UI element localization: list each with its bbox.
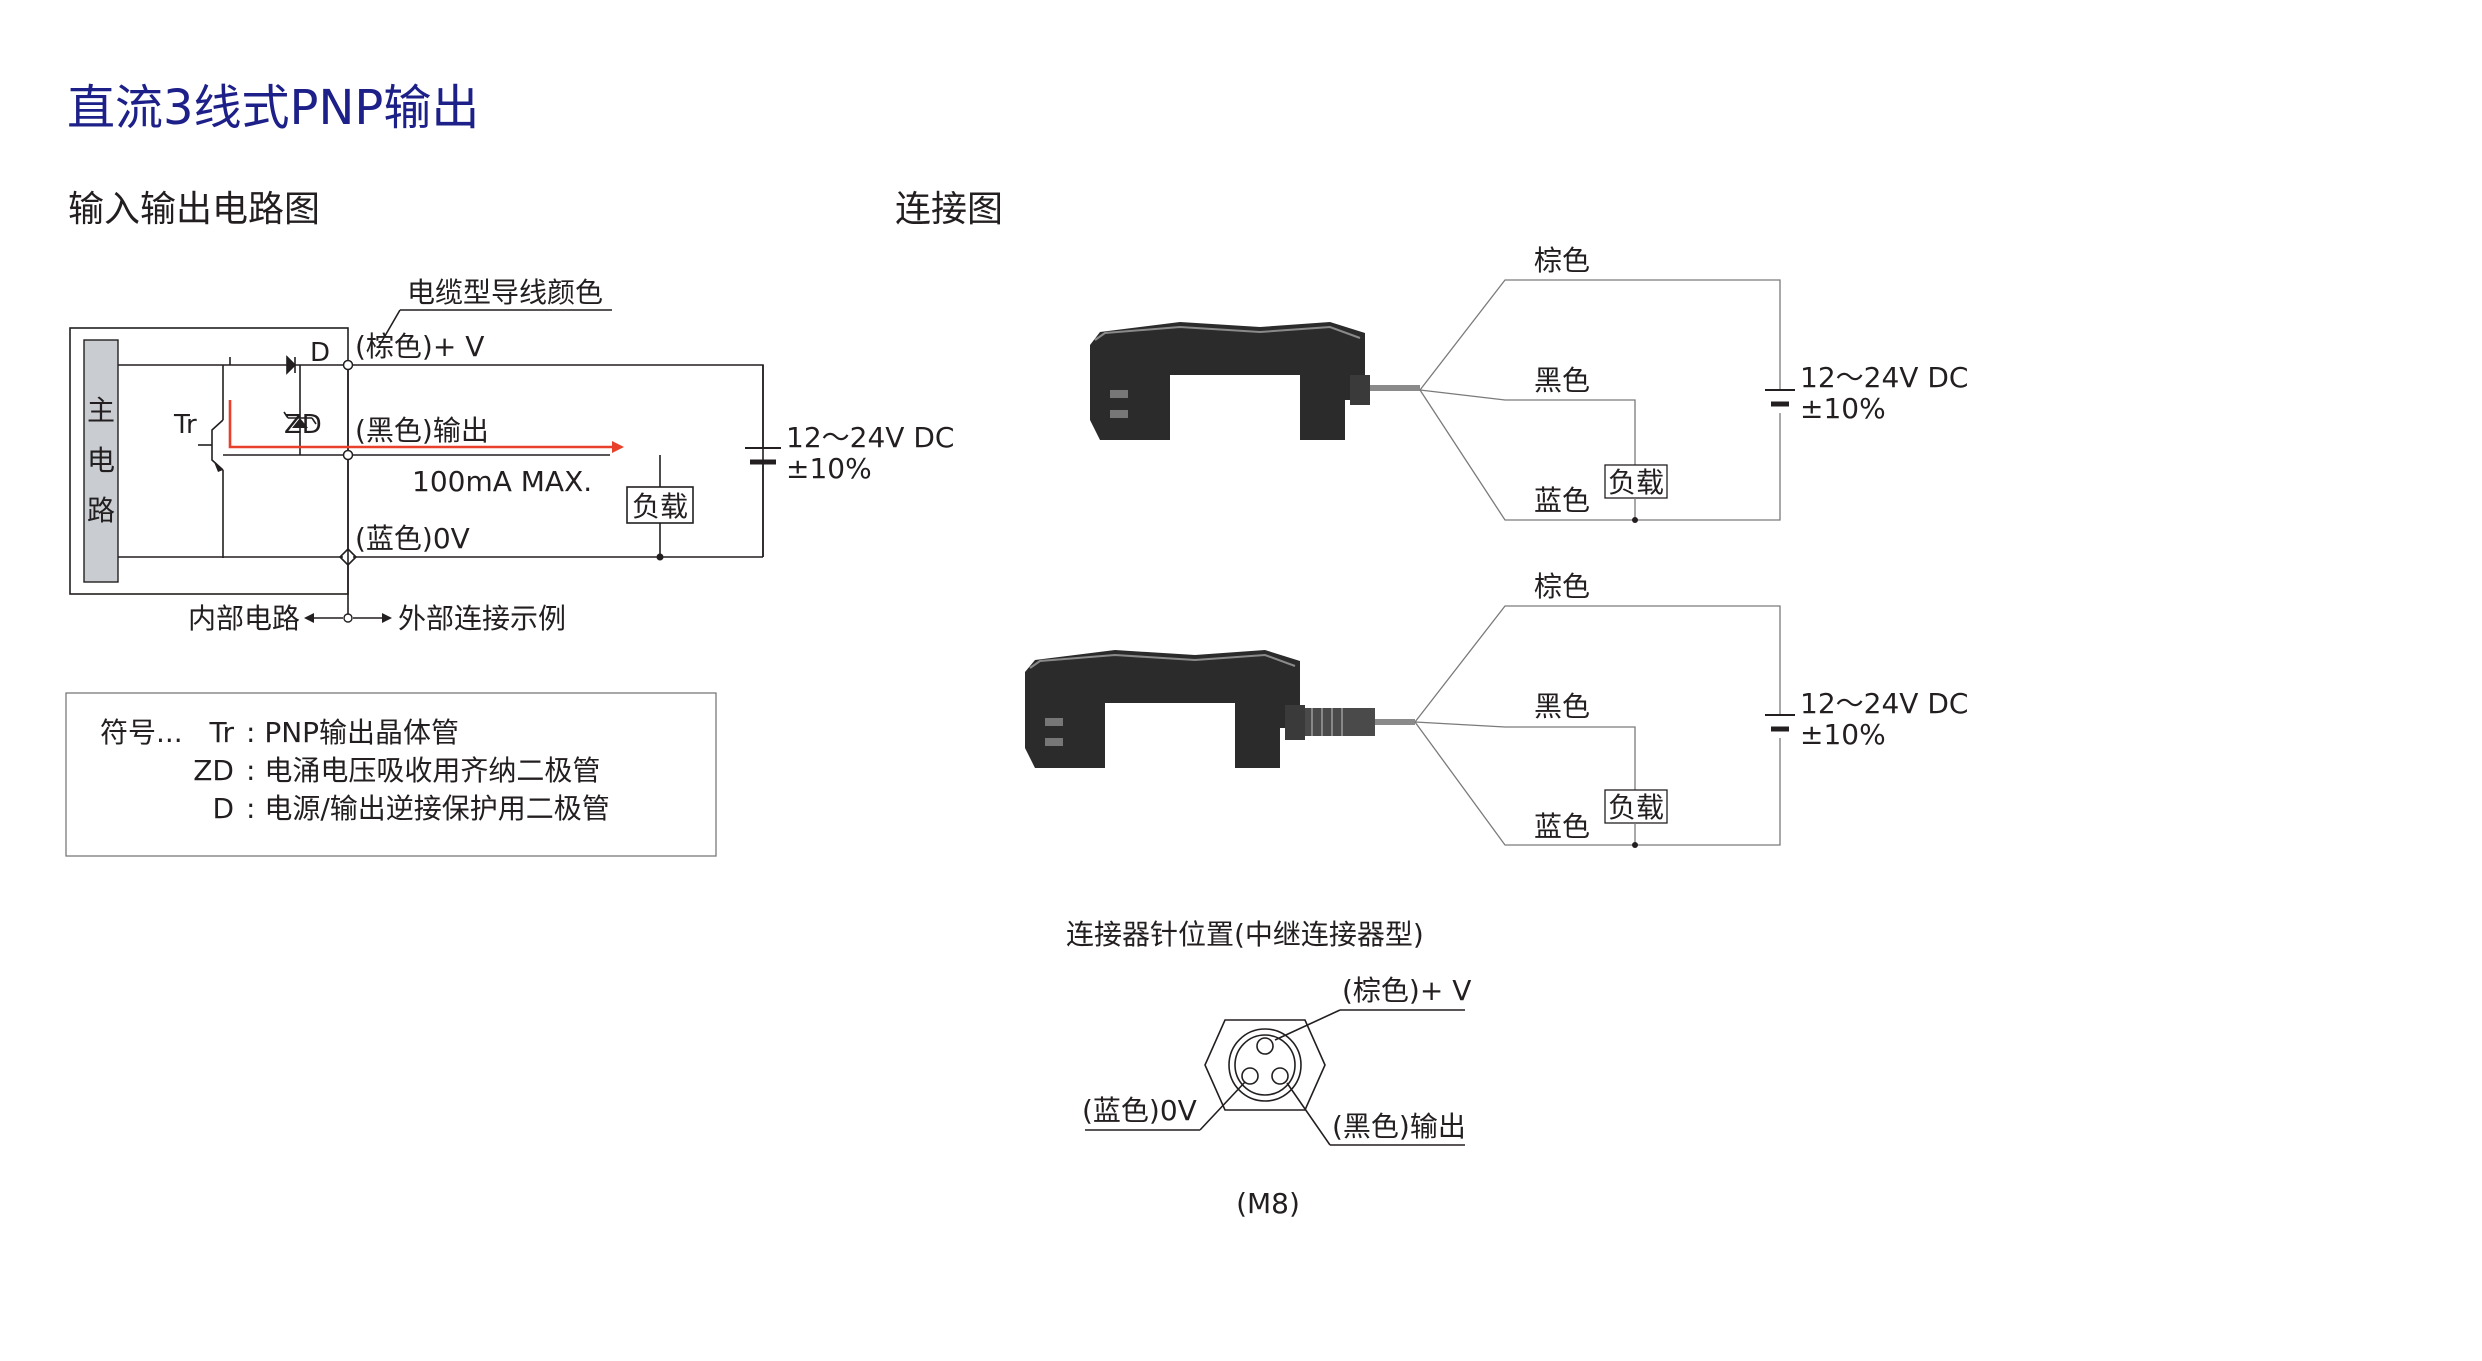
sensor-fiber-slot	[1170, 375, 1300, 440]
brown-wire	[1419, 279, 1781, 391]
zd-label: ZD	[284, 410, 322, 440]
connector-face	[1228, 1028, 1302, 1102]
legend-desc-d: : 电源/输出逆接保护用二极管	[246, 792, 610, 825]
blue-wire-label-2: 蓝色	[1534, 810, 1590, 843]
circuit-heading: 输入输出电路图	[68, 189, 321, 230]
legend-desc-tr: : PNP输出晶体管	[246, 716, 459, 749]
brown-terminal	[342, 359, 354, 371]
connector-size-label: (M8)	[1236, 1187, 1300, 1220]
zener-zd	[292, 418, 308, 428]
symbol-legend: 符号... Tr : PNP输出晶体管 ZD : 电涌电压吸收用齐纳二极管 D …	[65, 692, 717, 857]
voltage-label-2: 12～24V DC	[1800, 687, 1968, 720]
black-pin-label: (黑色)输出	[1332, 1110, 1466, 1143]
legend-symbol-zd: ZD	[193, 754, 234, 787]
pin-blue	[1241, 1067, 1259, 1085]
tolerance-label-1: ±10%	[1800, 392, 1886, 425]
supply-voltage-label: 12～24V DC	[786, 421, 954, 454]
brown-pin-label: (棕色)+ V	[1342, 974, 1471, 1007]
main-circuit-char-3: 路	[87, 494, 115, 527]
relay-connector	[1305, 708, 1375, 736]
blue-wire	[1419, 389, 1781, 521]
diode-d	[229, 355, 297, 375]
blue-pin-label: (蓝色)0V	[1082, 1094, 1197, 1127]
io-circuit-diagram: 主 电 路 负载	[69, 276, 954, 635]
legend-box	[65, 692, 717, 857]
page-title: 直流3线式PNP输出	[67, 80, 480, 136]
transistor-tr	[211, 419, 224, 471]
voltage-label-1: 12～24V DC	[1800, 361, 1968, 394]
legend-desc-zd: : 电涌电压吸收用齐纳二极管	[246, 754, 600, 787]
max-current-label: 100mA MAX.	[412, 465, 592, 498]
connection-diagram-cable: 棕色 黑色 蓝色 负载 12～24V DC ±10%	[1090, 244, 1968, 523]
black-wire-label-2: 黑色	[1534, 690, 1590, 723]
black-wire	[1419, 389, 1636, 465]
pin-black	[1271, 1067, 1289, 1085]
legend-prefix: 符号...	[100, 716, 183, 749]
cable-color-label: 电缆型导线颜色	[407, 276, 603, 309]
tr-label: Tr	[173, 410, 197, 440]
internal-circuit-label: 内部电路	[188, 602, 300, 635]
brown-wire-label-1: 棕色	[1534, 244, 1590, 277]
main-circuit-block	[83, 339, 119, 583]
load-label-2: 负载	[1608, 791, 1664, 824]
load-label-circuit: 负载	[632, 490, 688, 523]
connection-diagram-connector: 棕色 黑色 蓝色 负载 12～24V DC ±10%	[1025, 570, 1968, 848]
supply-tolerance-label: ±10%	[786, 452, 872, 485]
main-circuit-char-1: 主	[87, 394, 115, 427]
black-label: (黑色)输出	[355, 414, 489, 447]
connector-heading: 连接器针位置(中继连接器型)	[1066, 918, 1424, 951]
tolerance-label-2: ±10%	[1800, 718, 1886, 751]
brown-wire-label-2: 棕色	[1534, 570, 1590, 603]
black-wire-label-1: 黑色	[1534, 364, 1590, 397]
load-box-2	[1604, 789, 1668, 824]
external-example-label: 外部连接示例	[398, 602, 566, 635]
output-current-path	[228, 400, 612, 449]
brown-label: (棕色)+ V	[355, 330, 484, 363]
connector-hex-nut	[1204, 1019, 1326, 1111]
connector-pin-diagram: 连接器针位置(中继连接器型) (棕色)+ V (蓝色)0V (黑色)输出 (M8…	[1066, 918, 1471, 1220]
load-label-1: 负载	[1608, 466, 1664, 499]
blue-wire-label-1: 蓝色	[1534, 484, 1590, 517]
pin-brown	[1256, 1037, 1274, 1055]
connection-heading: 连接图	[895, 189, 1004, 230]
legend-symbol-d: D	[212, 792, 234, 825]
black-terminal	[342, 449, 354, 461]
load-box-1	[1604, 464, 1668, 499]
legend-symbol-tr: Tr	[209, 716, 235, 749]
main-circuit-char-2: 电	[87, 444, 115, 477]
blue-label: (蓝色)0V	[355, 522, 470, 555]
d-label: D	[310, 338, 330, 368]
